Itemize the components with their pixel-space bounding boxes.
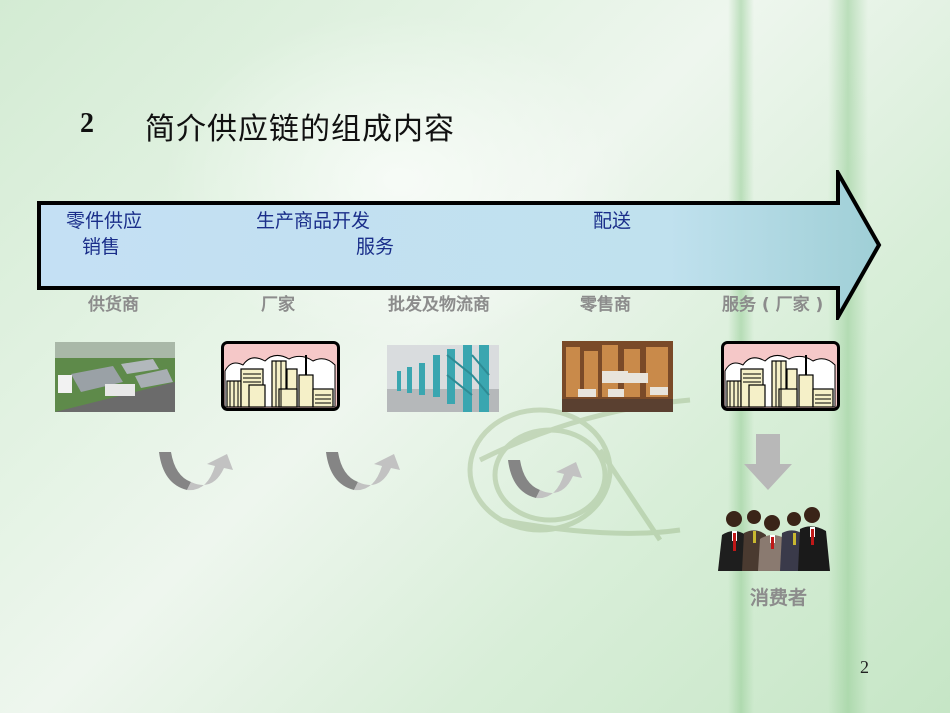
curved-up-arrow-icon xyxy=(159,452,233,491)
warehouse-racks-photo-icon xyxy=(387,345,499,412)
stage-label-service-manufacturer: 服务 ( 厂家 ) xyxy=(722,295,824,315)
factory-aerial-photo-icon xyxy=(55,342,175,412)
curved-up-arrow-icon xyxy=(508,460,582,499)
arrow-label-parts-supply: 零件供应 xyxy=(66,210,143,232)
arrow-label-sales: 销售 xyxy=(82,236,121,258)
businessmen-group-clipart-icon xyxy=(718,507,830,571)
curved-up-arrow-icon xyxy=(326,452,400,491)
title-number: 2 xyxy=(80,108,94,139)
stage-label-manufacturer: 厂家 xyxy=(261,295,295,315)
arrow-label-delivery: 配送 xyxy=(593,210,632,232)
stage-label-wholesale-logistics: 批发及物流商 xyxy=(388,295,490,315)
city-skyline-clipart-icon xyxy=(221,341,340,411)
supply-chain-arrow xyxy=(37,170,882,320)
page-number: 2 xyxy=(860,657,869,677)
city-skyline-clipart-icon xyxy=(721,341,840,411)
consumer-label: 消费者 xyxy=(750,587,808,609)
down-arrow-icon xyxy=(744,434,792,490)
arrow-label-production: 生产商品开发 xyxy=(256,210,371,232)
retail-shelves-photo-icon xyxy=(562,341,673,412)
background-glow xyxy=(160,10,640,350)
stage-label-retailer: 零售商 xyxy=(580,295,631,315)
page-title: 简介供应链的组成内容 xyxy=(145,112,455,147)
stage-label-supplier: 供货商 xyxy=(88,295,139,315)
arrow-label-service: 服务 xyxy=(356,236,395,258)
